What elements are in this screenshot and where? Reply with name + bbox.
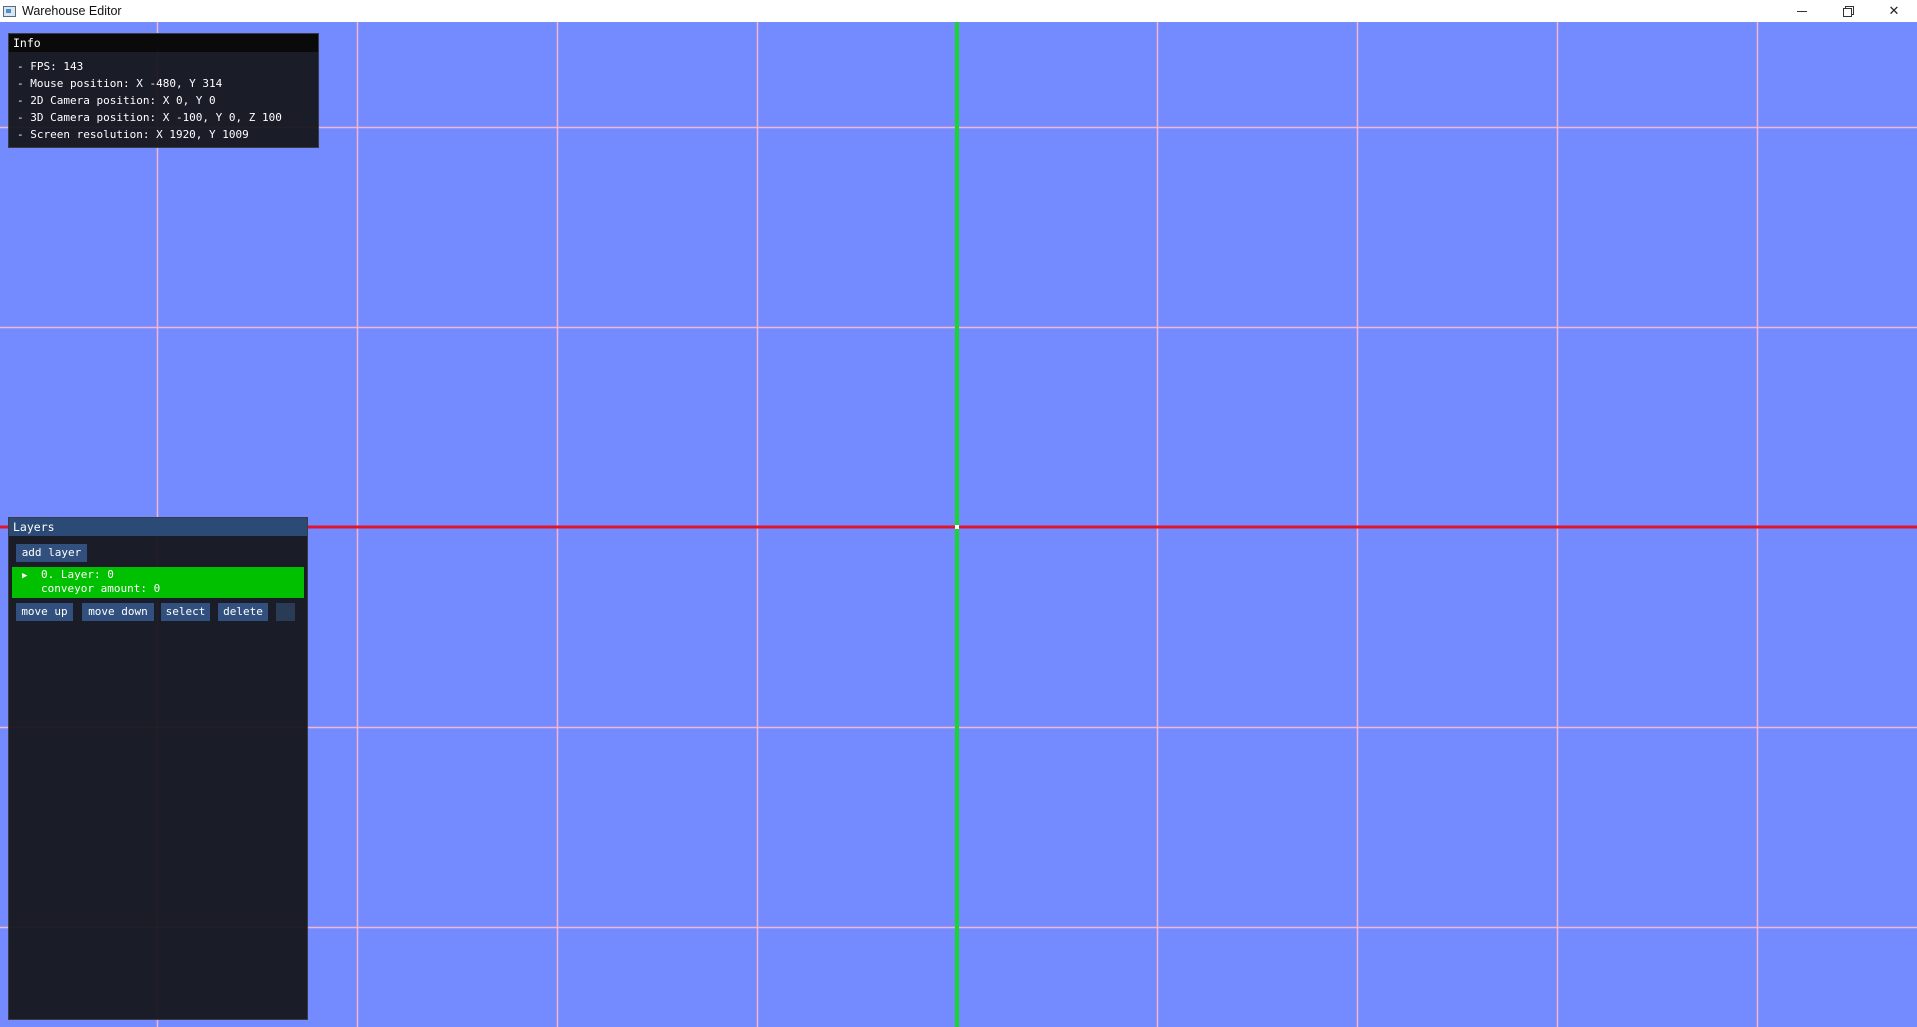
origin-marker (955, 525, 959, 529)
grid-overlay (0, 22, 1917, 1027)
minimize-icon (1797, 10, 1807, 12)
info-screen-resolution: - Screen resolution: X 1920, Y 1009 (17, 128, 249, 141)
move-up-button[interactable]: move up (16, 603, 73, 621)
layer-name: 0. Layer: 0 (41, 568, 114, 581)
triangle-right-icon[interactable]: ▶ (22, 571, 28, 581)
minimize-button[interactable] (1779, 0, 1825, 22)
window-title: Warehouse Editor (22, 4, 122, 18)
delete-button[interactable]: delete (218, 603, 268, 621)
restore-button[interactable] (1825, 0, 1871, 22)
info-lines: - FPS: 143 - Mouse position: X -480, Y 3… (9, 52, 318, 143)
layer-item[interactable]: ▶ 0. Layer: 0 conveyor amount: 0 (12, 567, 304, 598)
layer-conveyor-amount: conveyor amount: 0 (41, 582, 161, 595)
info-mouse-position: - Mouse position: X -480, Y 314 (17, 77, 223, 90)
info-2d-camera: - 2D Camera position: X 0, Y 0 (17, 94, 216, 107)
restore-icon (1843, 6, 1854, 17)
info-panel-title[interactable]: Info (9, 34, 318, 52)
info-panel[interactable]: Info - FPS: 143 - Mouse position: X -480… (8, 33, 319, 148)
layer-extra-button[interactable] (276, 603, 295, 621)
add-layer-button[interactable]: add layer (16, 544, 87, 562)
close-icon: ✕ (1888, 3, 1900, 18)
move-down-button[interactable]: move down (82, 603, 154, 621)
editor-canvas[interactable] (0, 22, 1917, 1027)
select-button[interactable]: select (161, 603, 210, 621)
layers-panel[interactable]: Layers add layer ▶ 0. Layer: 0 conveyor … (8, 517, 308, 1020)
layers-panel-title[interactable]: Layers (9, 518, 307, 536)
title-bar[interactable]: Warehouse Editor ✕ (0, 0, 1917, 22)
info-fps: - FPS: 143 (17, 60, 84, 73)
close-button[interactable]: ✕ (1871, 0, 1917, 22)
app-window-icon (3, 5, 16, 17)
info-3d-camera: - 3D Camera position: X -100, Y 0, Z 100 (17, 111, 282, 124)
